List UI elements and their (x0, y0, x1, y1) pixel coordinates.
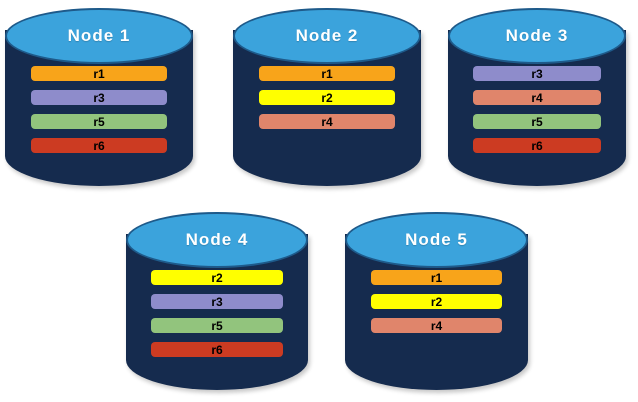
record-bar[interactable]: r5 (31, 114, 167, 129)
record-bar[interactable]: r1 (259, 66, 395, 81)
record-list: r1 r3 r5 r6 (5, 66, 193, 153)
database-cylinder-icon: r1 r2 r4 Node 2 (233, 8, 421, 186)
node-1[interactable]: r1 r3 r5 r6 Node 1 (5, 8, 193, 186)
record-list: r2 r3 r5 r6 (126, 270, 308, 357)
node-3[interactable]: r3 r4 r5 r6 Node 3 (448, 8, 626, 186)
record-bar[interactable]: r6 (151, 342, 283, 357)
record-list: r1 r2 r4 (345, 270, 528, 333)
node-5[interactable]: r1 r2 r4 Node 5 (345, 212, 528, 390)
record-bar[interactable]: r3 (151, 294, 283, 309)
record-list: r3 r4 r5 r6 (448, 66, 626, 153)
cylinder-top-lid: Node 1 (5, 8, 193, 64)
record-bar[interactable]: r4 (472, 90, 602, 105)
record-bar[interactable]: r4 (370, 318, 503, 333)
record-bar[interactable]: r1 (31, 66, 167, 81)
record-bar[interactable]: r4 (259, 114, 395, 129)
database-cylinder-icon: r2 r3 r5 r6 Node 4 (126, 212, 308, 390)
cylinder-top-lid: Node 2 (233, 8, 421, 64)
node-title: Node 4 (185, 230, 249, 249)
record-bar[interactable]: r2 (370, 294, 503, 309)
record-bar[interactable]: r5 (151, 318, 283, 333)
cylinder-top-lid: Node 4 (126, 212, 308, 268)
record-bar[interactable]: r6 (31, 138, 167, 153)
record-bar[interactable]: r5 (472, 114, 602, 129)
cylinder-top-lid: Node 3 (448, 8, 626, 64)
node-4[interactable]: r2 r3 r5 r6 Node 4 (126, 212, 308, 390)
database-cylinder-icon: r3 r4 r5 r6 Node 3 (448, 8, 626, 186)
node-title: Node 1 (67, 26, 131, 45)
record-bar[interactable]: r6 (472, 138, 602, 153)
node-title: Node 2 (295, 26, 359, 45)
record-bar[interactable]: r3 (472, 66, 602, 81)
database-cylinder-icon: r1 r3 r5 r6 Node 1 (5, 8, 193, 186)
cylinder-top-lid: Node 5 (345, 212, 528, 268)
record-bar[interactable]: r3 (31, 90, 167, 105)
record-bar[interactable]: r1 (370, 270, 503, 285)
record-list: r1 r2 r4 (233, 66, 421, 129)
database-cylinder-icon: r1 r2 r4 Node 5 (345, 212, 528, 390)
record-bar[interactable]: r2 (259, 90, 395, 105)
node-2[interactable]: r1 r2 r4 Node 2 (233, 8, 421, 186)
record-bar[interactable]: r2 (151, 270, 283, 285)
node-title: Node 5 (405, 230, 468, 249)
node-title: Node 3 (505, 26, 569, 45)
